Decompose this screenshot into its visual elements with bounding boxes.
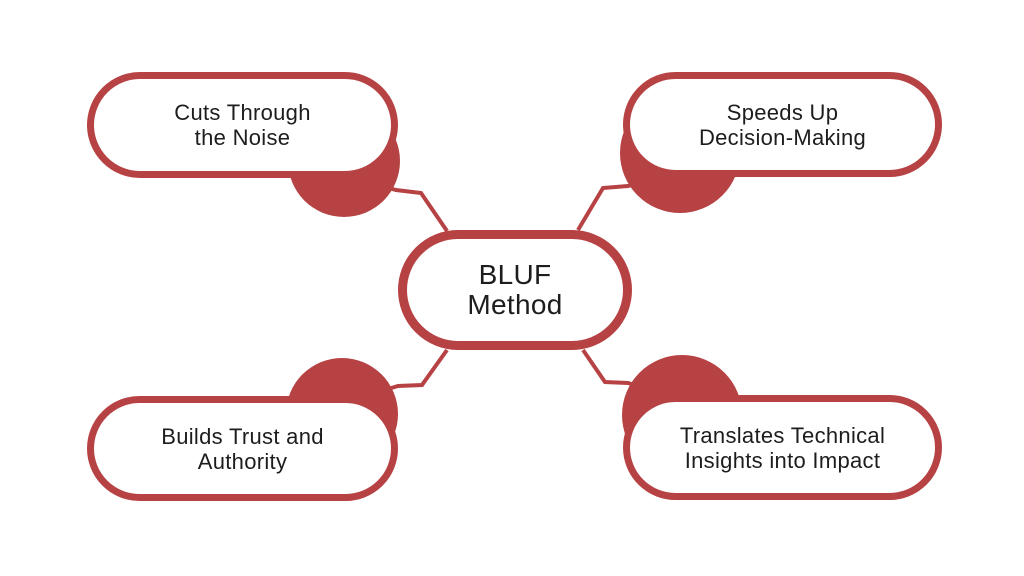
- connector-bottom-left: [374, 348, 449, 395]
- node-bottom-right-line-2: Insights into Impact: [684, 447, 881, 473]
- node-top-right-line-2: Decision-Making: [698, 124, 867, 150]
- connector-top-left: [371, 181, 449, 233]
- node-bottom-left-line-2: Authority: [197, 448, 288, 474]
- node-top-left: Cuts Through the Noise: [87, 72, 398, 178]
- node-center: BLUF Method: [398, 230, 632, 350]
- node-bottom-left: Builds Trust and Authority: [87, 396, 398, 501]
- node-center-line-2: Method: [467, 289, 563, 320]
- node-top-left-line-1: Cuts Through: [174, 100, 311, 125]
- node-bottom-left-line-1: Builds Trust and: [161, 423, 324, 449]
- node-top-right-line-1: Speeds Up: [726, 99, 839, 125]
- connector-top-right: [576, 177, 653, 232]
- node-top-left-line-2: the Noise: [194, 125, 291, 150]
- node-center-line-1: BLUF: [478, 259, 552, 290]
- node-top-right: Speeds Up Decision-Making: [623, 72, 942, 177]
- node-bottom-right: Translates Technical Insights into Impac…: [623, 395, 942, 500]
- connector-bottom-right: [581, 348, 651, 392]
- node-bottom-right-line-1: Translates Technical: [679, 422, 886, 448]
